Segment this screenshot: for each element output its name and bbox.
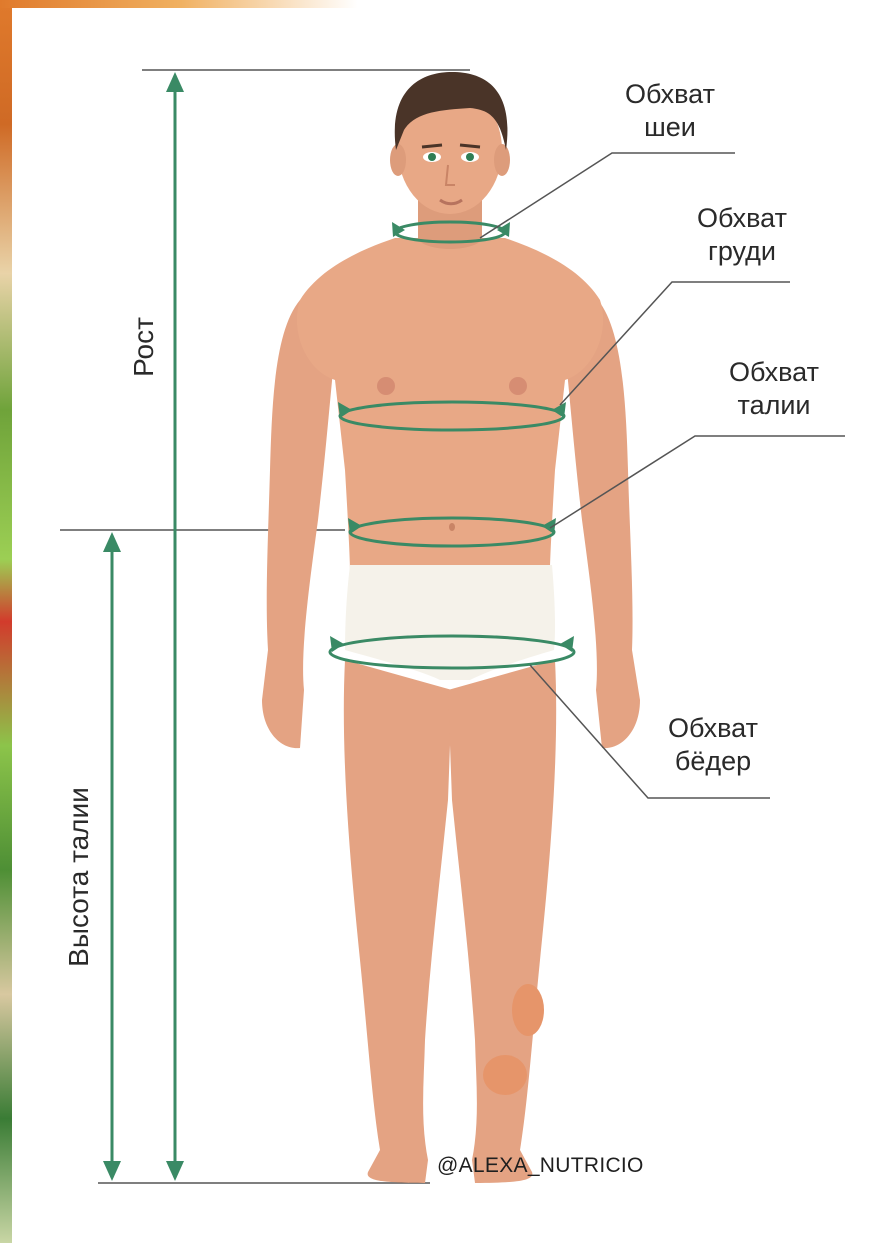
neck-label: Обхват шеи (600, 78, 740, 144)
chest-label-line2: груди (672, 235, 812, 268)
underwear (345, 565, 555, 680)
torso (297, 238, 603, 570)
left-ear (390, 144, 406, 176)
hips-label-line2: бёдер (643, 745, 783, 778)
waist-label: Обхват талии (704, 356, 844, 422)
knee-patch-upper (512, 984, 544, 1036)
left-eye (428, 153, 436, 161)
right-ear (494, 144, 510, 176)
waist-height-label: Высота талии (63, 782, 97, 972)
waist-label-line1: Обхват (704, 356, 844, 389)
hips-label-line1: Обхват (643, 712, 783, 745)
left-leg (344, 660, 452, 1183)
hips-label: Обхват бёдер (643, 712, 783, 778)
chest-label-line1: Обхват (672, 202, 812, 235)
height-arrow (166, 72, 184, 1181)
waist-height-arrow (103, 532, 121, 1181)
navel (449, 523, 455, 531)
neck-label-line1: Обхват (600, 78, 740, 111)
author-credit: @ALEXA_NUTRICIO (437, 1154, 644, 1178)
height-label: Рост (128, 302, 162, 392)
right-eye (466, 153, 474, 161)
human-figure (262, 72, 640, 1183)
right-nipple (509, 377, 527, 395)
knee-patch (483, 1055, 527, 1095)
neck-label-line2: шеи (600, 111, 740, 144)
left-nipple (377, 377, 395, 395)
chest-label: Обхват груди (672, 202, 812, 268)
waist-label-line2: талии (704, 389, 844, 422)
right-leg (448, 660, 556, 1183)
